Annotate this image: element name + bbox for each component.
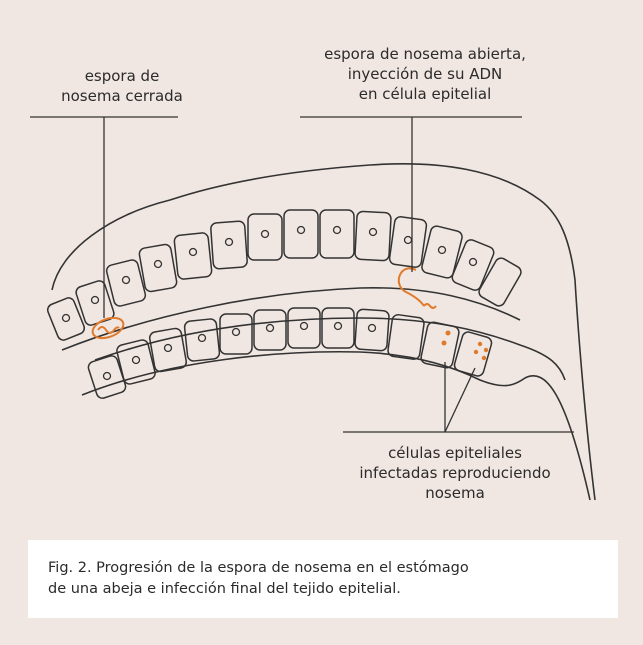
upper-cell-row: [46, 210, 523, 342]
infected-cells-label: células epiteliales infectadas reproduci…: [340, 443, 570, 503]
upper-cell-nuclei: [63, 227, 477, 322]
caption-box: Fig. 2. Progresión de la espora de nosem…: [28, 540, 618, 618]
figure-caption: Fig. 2. Progresión de la espora de nosem…: [48, 558, 568, 600]
lumen-top-edge: [62, 288, 520, 350]
open-spore-label: espora de nosema abierta, inyección de s…: [275, 44, 575, 104]
closed-spore-label: espora de nosema cerrada: [52, 66, 192, 106]
